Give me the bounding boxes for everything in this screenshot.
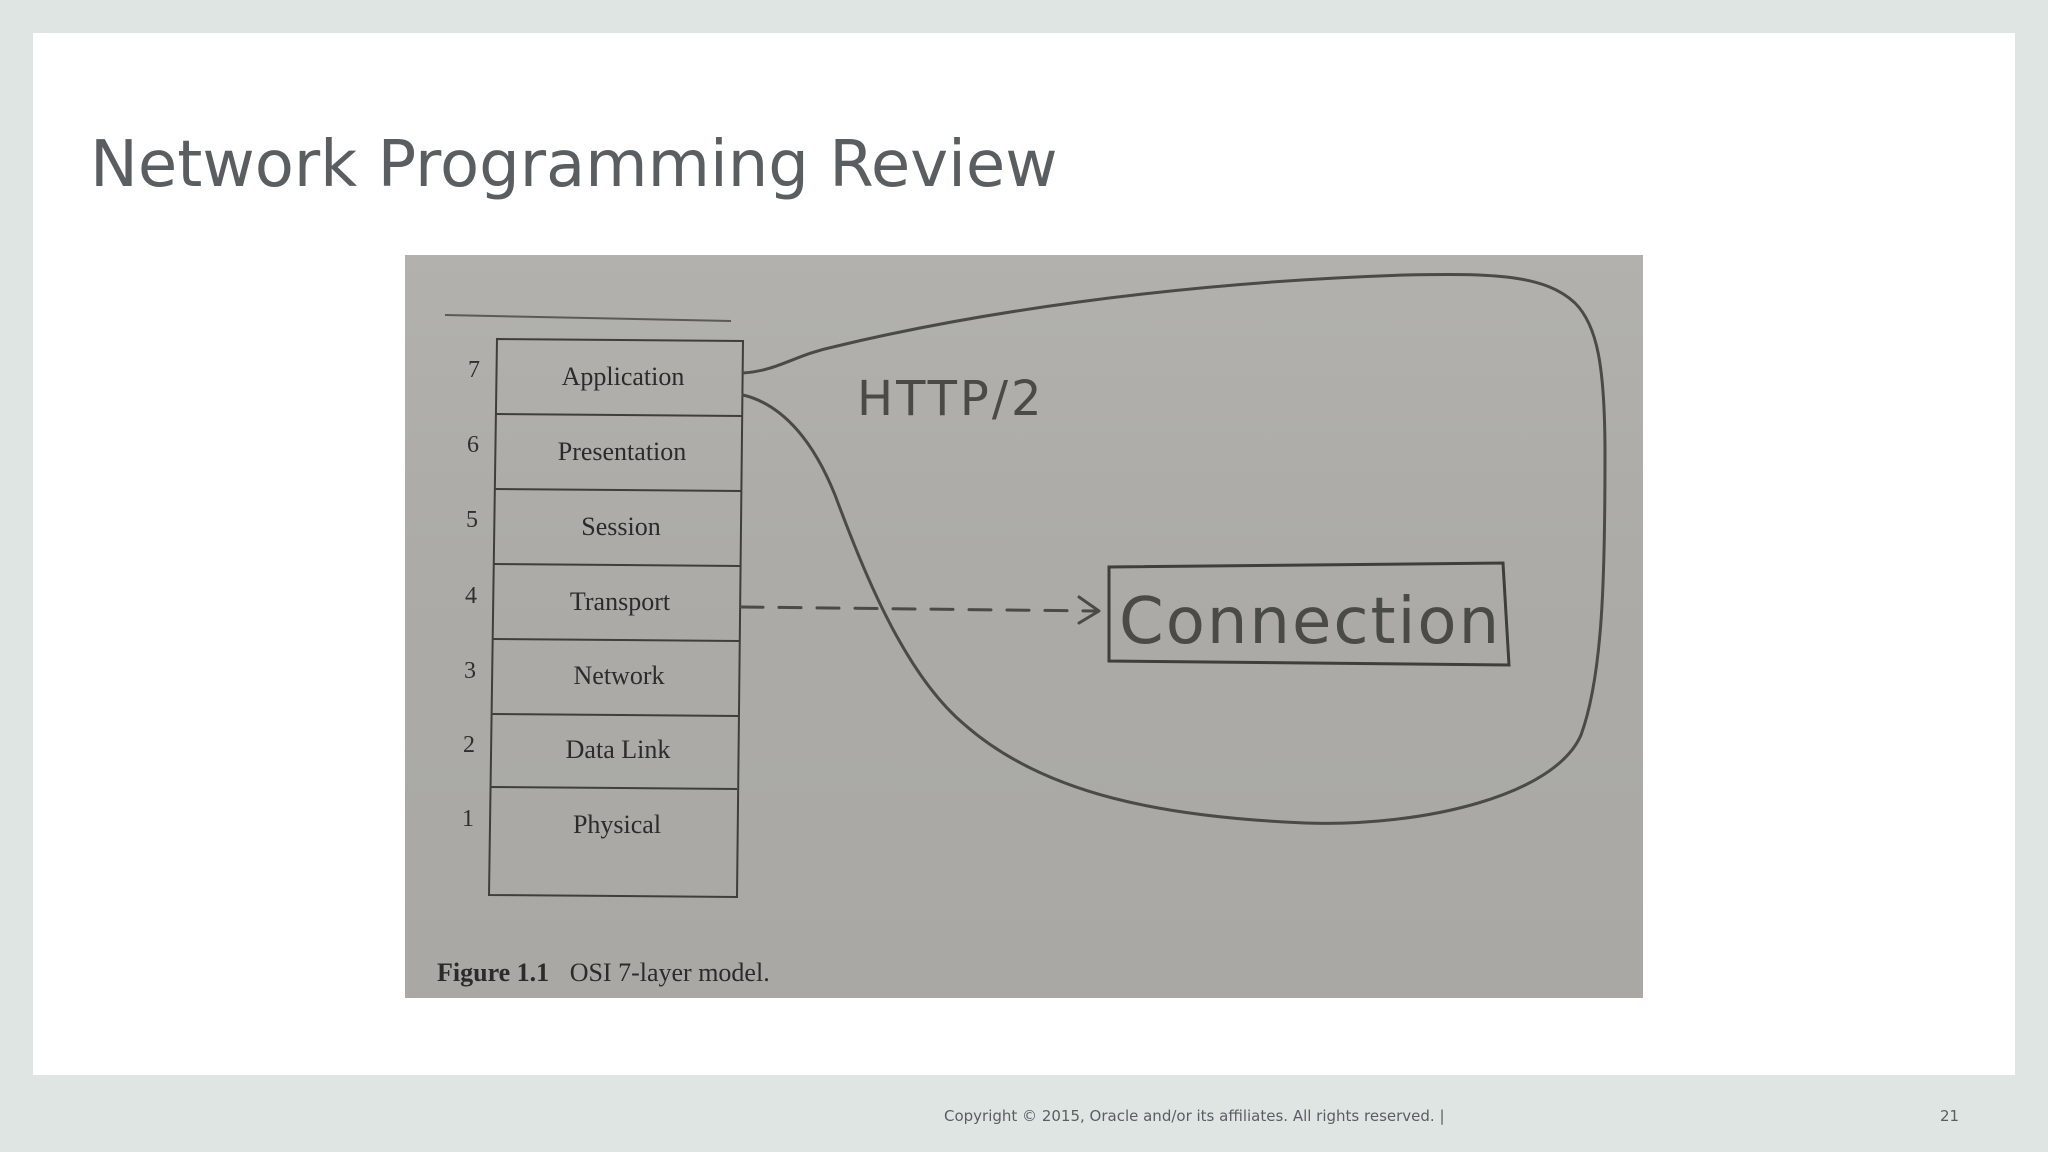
http2-loop-line: [741, 272, 1607, 825]
layer-name-application: Application: [562, 362, 685, 391]
layer-number-2: 2: [463, 732, 475, 758]
layer-divider-6-5: [494, 488, 742, 492]
figure-caption: Figure 1.1 OSI 7-layer model.: [437, 958, 770, 987]
slide-title: Network Programming Review: [90, 128, 1058, 202]
layer-number-3: 3: [464, 658, 476, 684]
footer-copyright: Copyright © 2015, Oracle and/or its affi…: [944, 1107, 1445, 1125]
page-number: 21: [1940, 1107, 1960, 1125]
layer-name-presentation: Presentation: [558, 437, 687, 466]
slide: Network Programming Review 7 6 5 4 3: [33, 33, 2015, 1075]
http2-label: HTTP/2: [857, 371, 1045, 427]
layer-divider-7-6: [495, 413, 743, 417]
stack-outline: [487, 337, 745, 899]
transport-to-connection-arrow: [739, 605, 1097, 613]
layer-name-physical: Physical: [573, 810, 661, 839]
layer-number-4: 4: [465, 583, 477, 609]
layer-name-network: Network: [574, 661, 665, 690]
layer-numbers: 7 6 5 4 3 2 1: [462, 357, 480, 832]
layer-stack: [487, 337, 745, 899]
osi-model-photo: 7 6 5 4 3 2 1 Application Presentation S…: [405, 255, 1643, 998]
top-rule-line: [444, 314, 732, 322]
layer-name-session: Session: [581, 512, 660, 541]
figure-caption-label: Figure 1.1: [437, 958, 549, 987]
layer-divider-4-3: [492, 638, 740, 642]
layer-divider-2-1: [489, 786, 738, 790]
connection-label: Connection: [1119, 585, 1501, 659]
arrow-head: [1077, 595, 1101, 625]
layer-number-5: 5: [466, 507, 478, 533]
layer-number-7: 7: [468, 357, 480, 383]
layer-number-6: 6: [467, 432, 479, 458]
figure-caption-text: OSI 7-layer model.: [570, 958, 770, 987]
layer-name-data-link: Data Link: [566, 735, 671, 764]
layer-name-transport: Transport: [570, 587, 671, 616]
layer-names: Application Presentation Session Transpo…: [558, 362, 687, 839]
layer-divider-3-2: [491, 713, 739, 717]
osi-diagram: 7 6 5 4 3 2 1 Application Presentation S…: [437, 272, 1607, 987]
layer-number-1: 1: [462, 806, 474, 832]
connection-box: [1107, 561, 1511, 667]
layer-divider-5-4: [493, 563, 741, 567]
